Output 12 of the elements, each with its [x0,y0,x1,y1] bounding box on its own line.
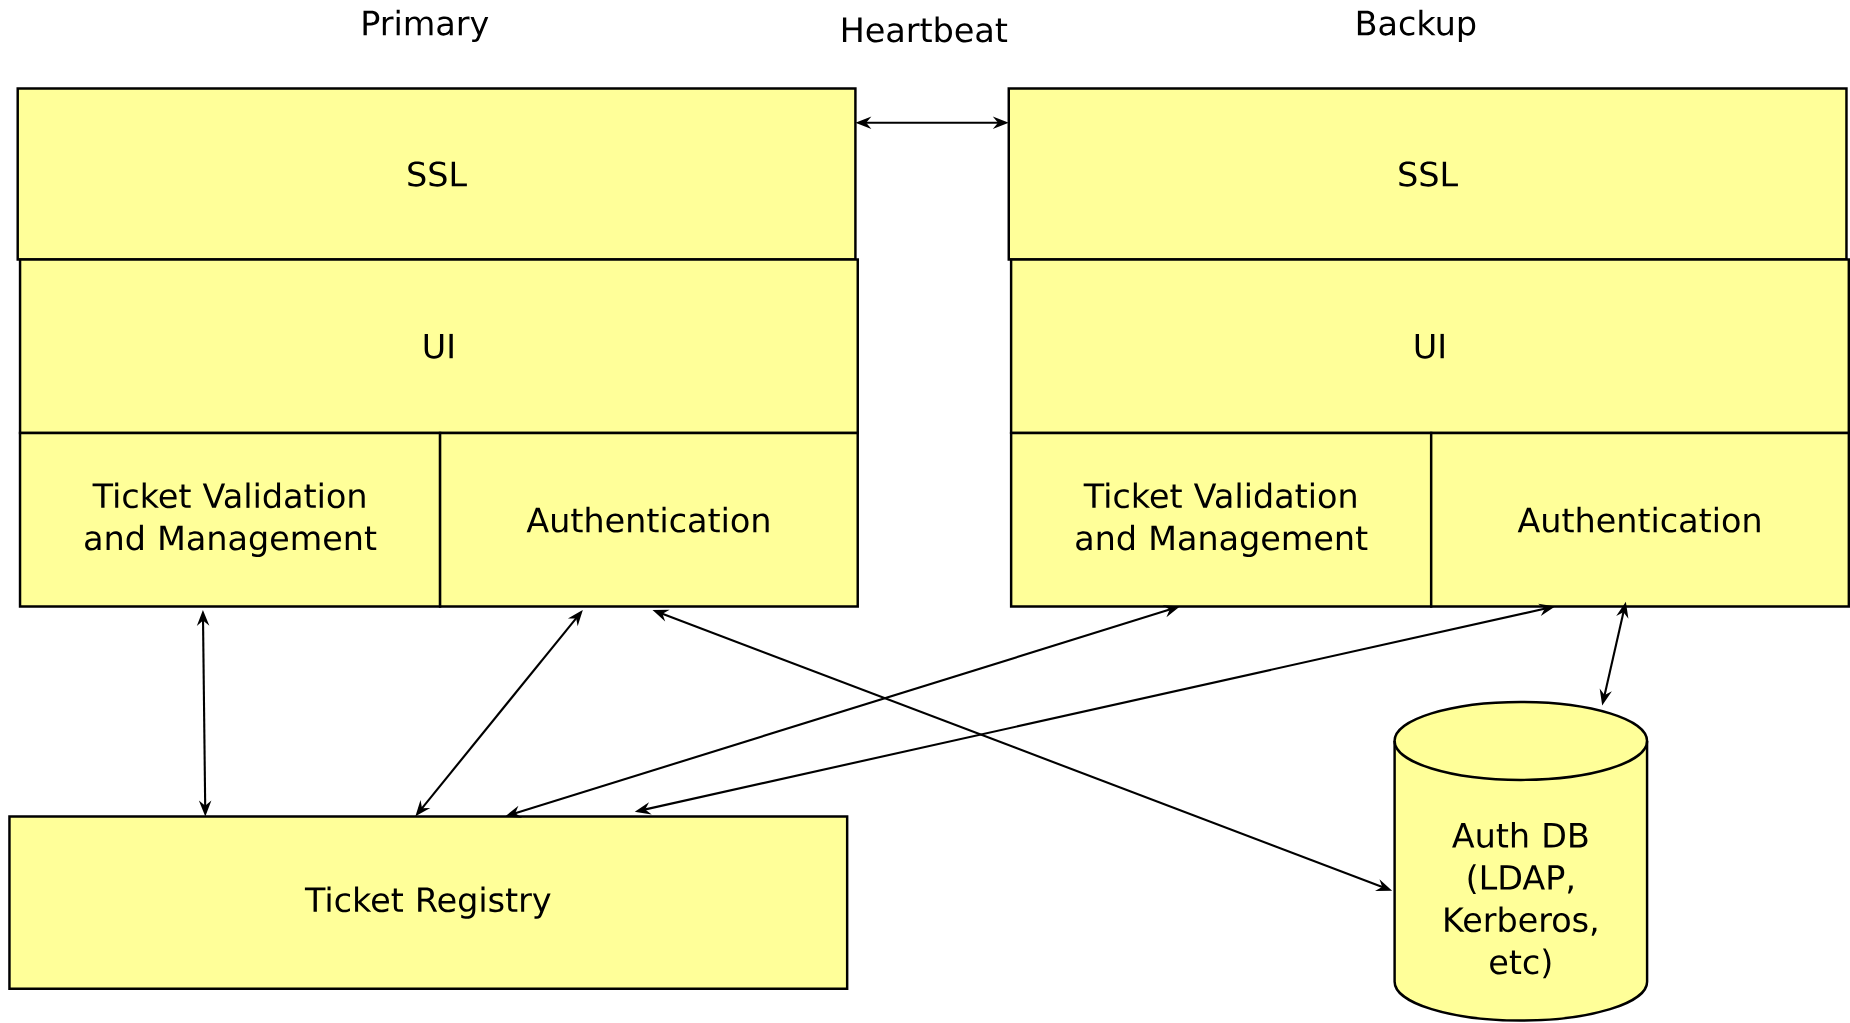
component-box: UI [18,258,859,435]
edge-label: Heartbeat [836,13,1012,46]
component-box: Ticket Validation and Management [1009,431,1433,608]
database-cylinder: Auth DB (LDAP, Kerberos, etc) [1393,700,1649,1022]
component-box: Authentication [1429,431,1850,608]
column-heading: Primary [363,9,489,43]
column-heading: Backup [1357,9,1476,43]
component-box: SSL [1007,87,1848,261]
component-box: Ticket Registry [8,815,849,990]
component-box: Ticket Validation and Management [18,431,442,608]
component-box: SSL [16,87,857,261]
component-box: Authentication [438,431,859,608]
